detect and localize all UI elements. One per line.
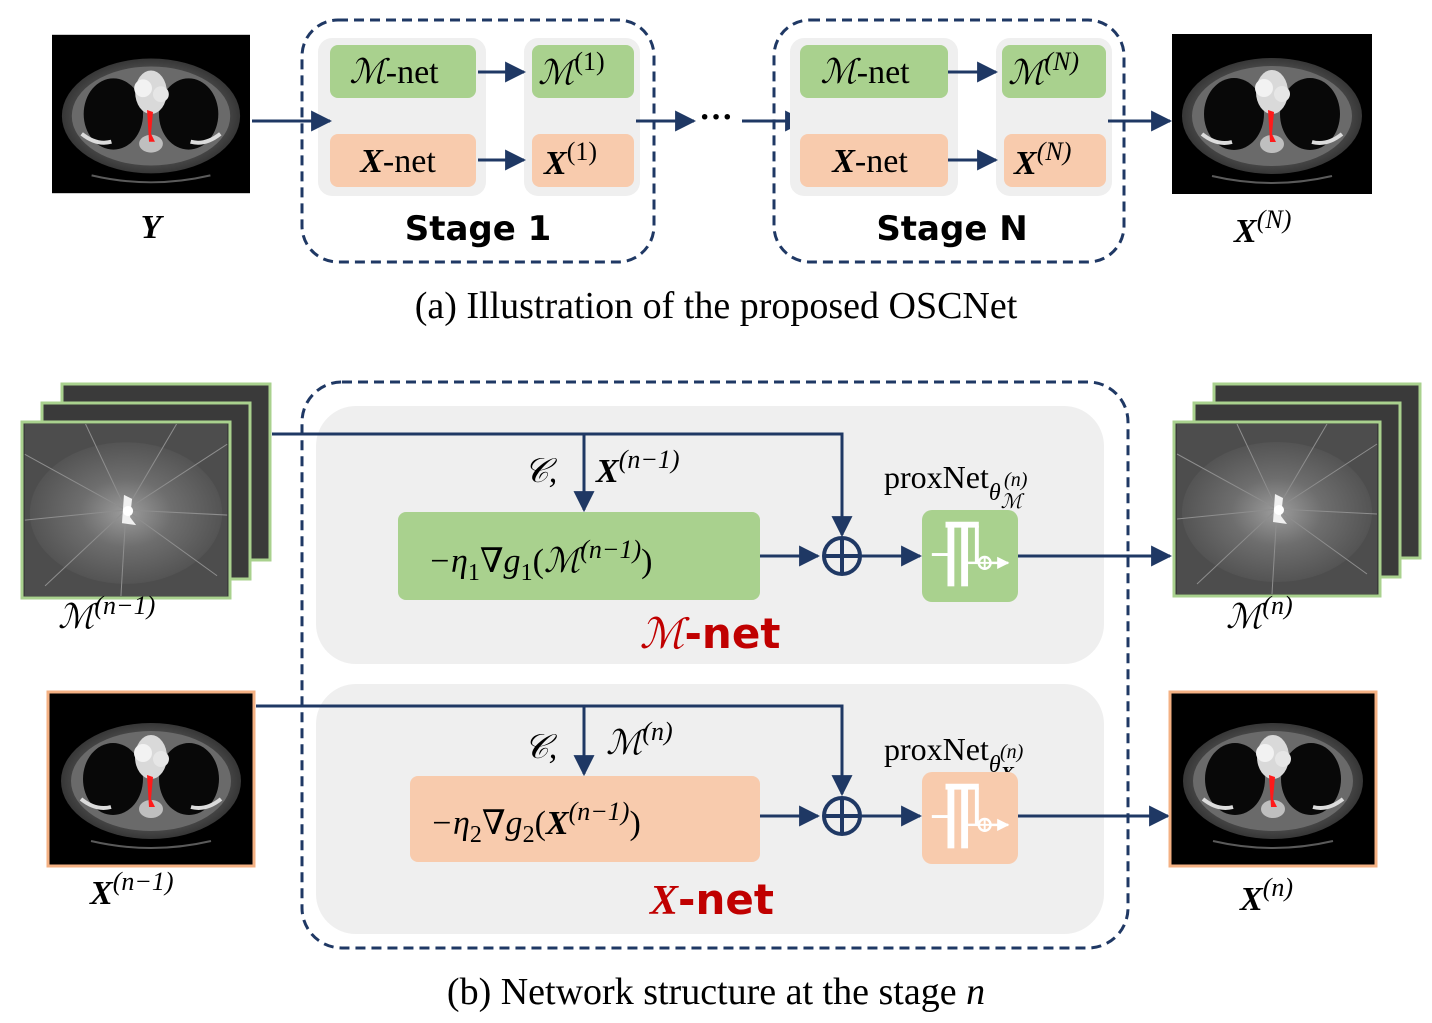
stage-n-container: [300, 380, 1130, 950]
m-side-var: X(n−1): [595, 445, 680, 490]
input-ct-image: [52, 35, 250, 193]
m-output-label: ℳ(n): [1226, 591, 1293, 636]
stageN-x-net-text: X-net: [831, 143, 908, 180]
m-gradient-box: [398, 512, 760, 600]
input-y-label: Y: [141, 209, 165, 246]
x-sum-node: [822, 796, 862, 836]
m-input-stack: [20, 382, 272, 600]
x-skip-connection: [256, 704, 853, 797]
caption-b: (b) Network structure at the stage n: [447, 971, 985, 1013]
stage1-x-net-text: X-net: [359, 143, 436, 180]
stageN-x-out-text: X(N): [1013, 137, 1071, 182]
m-skip-connection: [272, 432, 853, 538]
stage1-m-out-text: ℳ(1): [538, 47, 605, 92]
x-side-c: 𝒞,: [524, 729, 558, 766]
output-ct-image: [1172, 34, 1372, 194]
caption-a: (a) Illustration of the proposed OSCNet: [415, 285, 1018, 327]
m-side-c: 𝒞,: [524, 453, 558, 490]
stage1-x-net-box: [330, 134, 476, 187]
stage-ellipsis: ···: [699, 99, 733, 136]
m-proxnet-label: proxNetθℳ(n): [884, 459, 1028, 513]
stageN-m-out-text: ℳ(N): [1008, 47, 1079, 92]
stageN-m-out-box: [1002, 45, 1106, 98]
stageN-x-net-box: [800, 134, 948, 187]
m-input-image: [24, 424, 228, 596]
x-input-label: X(n−1): [89, 867, 174, 912]
stage1-m-net-box: [330, 45, 476, 98]
stage1-x-out-box: [532, 134, 634, 187]
stageN-container: [772, 18, 1126, 264]
x-output-image: [1173, 699, 1373, 859]
m-gradient-formula: −η1∇g1(ℳ(n−1)): [428, 535, 652, 586]
x-proxnet-box: [922, 772, 1018, 864]
stage1-x-out-text: X(1): [543, 137, 597, 182]
m-output-image: [1176, 424, 1378, 594]
m-proxnet-box: [922, 510, 1018, 602]
stage1-m-out-box: [532, 45, 634, 98]
stage1-title: Stage 1: [405, 209, 552, 249]
stage1-m-net-text: ℳ-net: [349, 54, 439, 91]
stageN-m-net-text: ℳ-net: [820, 54, 910, 91]
x-side-var: ℳ(n): [606, 717, 673, 762]
m-net-title: ℳ-net: [640, 609, 781, 658]
x-input-image: [51, 699, 251, 859]
x-output-label: X(n): [1239, 873, 1293, 918]
output-x-label: X(N): [1233, 205, 1291, 250]
stage1-container: [300, 18, 656, 264]
x-gradient-formula: −η2∇g2(X(n−1)): [430, 797, 641, 848]
stageN-x-out-box: [1004, 134, 1106, 187]
stageN-m-net-box: [800, 45, 948, 98]
m-output-stack: [1172, 382, 1422, 598]
panel-b: ℳ(n−1) X(n−1) 𝒞, X(n−1) −η1∇g1(ℳ(n−1)) p…: [20, 380, 1422, 1013]
x-gradient-box: [410, 776, 760, 862]
panel-a: Y ℳ-net X-net ℳ(1) X(1) Stage 1 ··· ℳ-ne…: [52, 18, 1372, 327]
m-sum-node: [822, 536, 862, 576]
m-input-label: ℳ(n−1): [58, 591, 155, 636]
stageN-title: Stage N: [876, 209, 1027, 249]
x-net-title: X-net: [648, 875, 774, 924]
